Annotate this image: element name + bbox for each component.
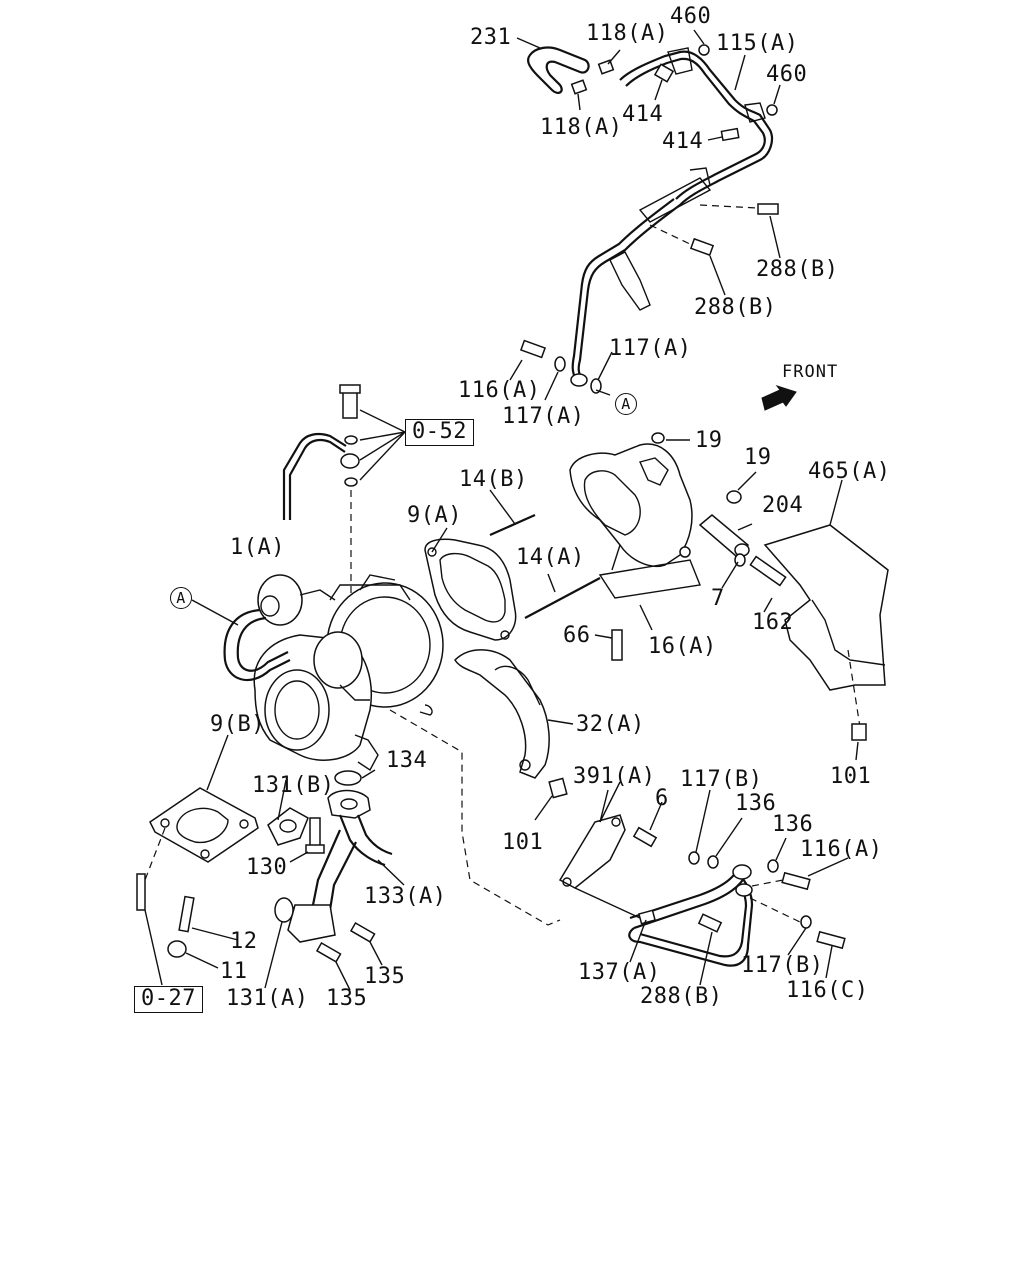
gasket-9b-assembly <box>136 787 259 958</box>
oil-return-bolt-assembly <box>282 384 406 600</box>
label-414-a: 414 <box>622 102 664 127</box>
label-117a-mid: 117(A) <box>502 404 585 429</box>
label-131b: 131(B) <box>252 773 335 798</box>
label-130: 130 <box>246 855 288 880</box>
misc-fasteners-right <box>548 490 867 799</box>
label-391a: 391(A) <box>573 764 656 789</box>
reference-a-left: A <box>170 587 192 609</box>
label-32a: 32(A) <box>576 712 645 737</box>
label-12: 12 <box>230 929 258 954</box>
label-136-a: 136 <box>735 791 777 816</box>
label-117a-top: 117(A) <box>609 336 692 361</box>
label-460-top: 460 <box>670 4 712 29</box>
bracket-391a <box>558 814 658 889</box>
oil-return-pipe-137a <box>574 851 846 967</box>
oil-feed-pipe-assembly <box>519 44 779 394</box>
label-19-a: 19 <box>695 428 723 453</box>
label-7: 7 <box>711 586 725 611</box>
label-101-right: 101 <box>830 764 872 789</box>
label-116a-right: 116(A) <box>800 837 883 862</box>
label-137a: 137(A) <box>578 960 661 985</box>
label-116c: 116(C) <box>786 978 869 1003</box>
leader-lines-top <box>509 29 781 401</box>
heat-shield-32a <box>454 649 550 779</box>
label-460-right: 460 <box>766 62 808 87</box>
label-288b-top: 288(B) <box>756 257 839 282</box>
label-11: 11 <box>220 959 248 984</box>
label-14b: 14(B) <box>459 467 528 492</box>
label-133a: 133(A) <box>364 884 447 909</box>
label-19-b: 19 <box>744 445 772 470</box>
label-231: 231 <box>470 25 512 50</box>
heat-shield-465a <box>763 524 889 741</box>
label-136-b: 136 <box>772 812 814 837</box>
turbocharger-body <box>223 574 444 772</box>
label-66: 66 <box>563 623 591 648</box>
label-204: 204 <box>762 493 804 518</box>
studs-14 <box>489 489 601 619</box>
label-9a: 9(A) <box>407 503 462 528</box>
label-14a: 14(A) <box>516 545 585 570</box>
ref-box-0-27[interactable]: 0-27 <box>134 986 203 1013</box>
label-118a-top: 118(A) <box>586 21 669 46</box>
label-414-b: 414 <box>662 129 704 154</box>
label-465a: 465(A) <box>808 459 891 484</box>
label-117b-top: 117(B) <box>680 767 763 792</box>
label-135-b: 135 <box>326 986 368 1011</box>
label-1a: 1(A) <box>230 535 285 560</box>
label-288b-bottom: 288(B) <box>640 984 723 1009</box>
label-162: 162 <box>752 610 794 635</box>
label-6: 6 <box>655 786 669 811</box>
label-116a-top: 116(A) <box>458 378 541 403</box>
label-9b: 9(B) <box>210 712 265 737</box>
label-101-mid: 101 <box>502 830 544 855</box>
label-117b-bottom: 117(B) <box>741 953 824 978</box>
label-288b-mid: 288(B) <box>694 295 777 320</box>
label-front: FRONT <box>782 362 839 382</box>
label-16a: 16(A) <box>648 634 717 659</box>
label-135-a: 135 <box>364 964 406 989</box>
reference-a-top: A <box>615 393 637 415</box>
label-131a: 131(A) <box>226 986 309 1011</box>
label-118a-bottom: 118(A) <box>540 115 623 140</box>
exhaust-elbow-16a <box>569 432 701 599</box>
gasket-9a <box>424 538 517 641</box>
ref-box-0-52[interactable]: 0-52 <box>405 419 474 446</box>
label-134: 134 <box>386 748 428 773</box>
label-115a: 115(A) <box>716 31 799 56</box>
oil-drain-assembly <box>267 770 393 963</box>
front-arrow-icon <box>761 385 797 411</box>
